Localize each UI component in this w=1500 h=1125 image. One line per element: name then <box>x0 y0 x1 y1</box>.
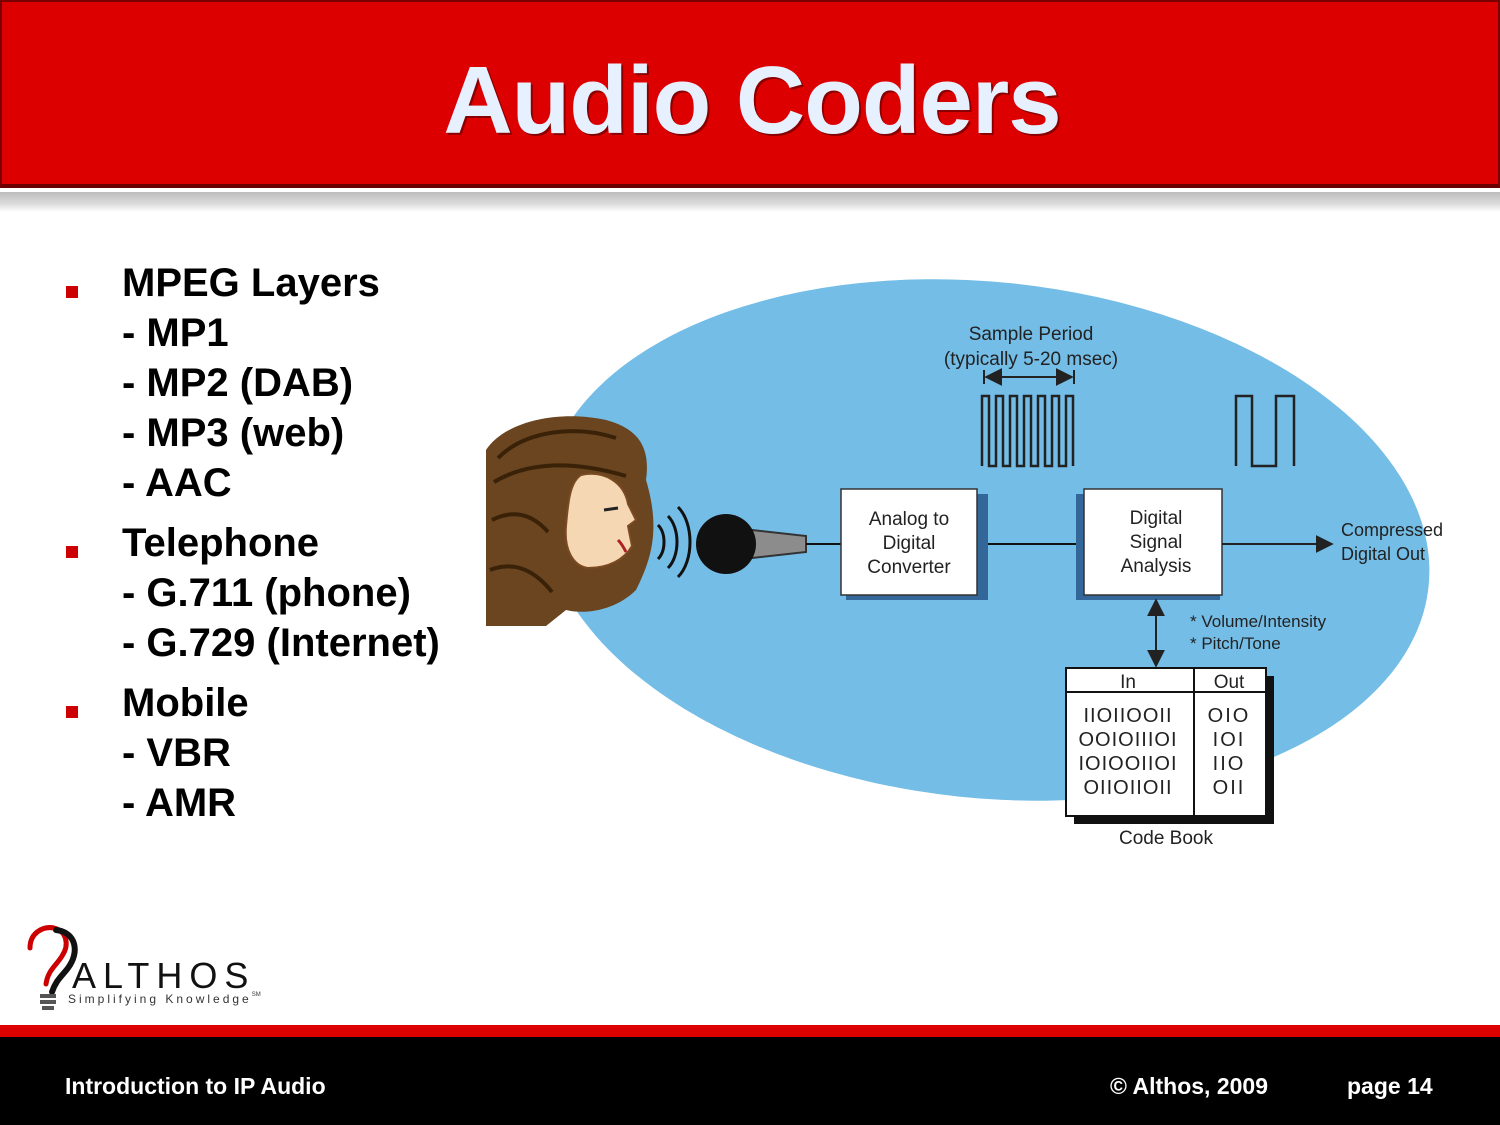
dsp-label-line1: Digital <box>1130 508 1183 529</box>
bullet-subitem: - MP3 (web) <box>122 411 345 455</box>
bullet-group-mobile: Mobile - VBR - AMR <box>60 678 440 828</box>
analysis-note-pitch: * Pitch/Tone <box>1190 634 1281 653</box>
bullet-square <box>66 706 78 718</box>
footer-red-stripe <box>0 1025 1500 1037</box>
bullet-group-telephone: Telephone - G.711 (phone) - G.729 (Inter… <box>60 518 440 668</box>
bullet-subitem: - AAC <box>122 461 232 505</box>
logo-wordmark: ALTHOS <box>72 955 256 996</box>
codebook-in-cell: OIIOIIOII <box>1083 777 1172 799</box>
codebook-out-cell: OII <box>1213 777 1246 799</box>
logo-tagline-wrapper: Simplifying KnowledgeSM <box>68 992 261 1006</box>
title-banner: Audio Coders <box>0 0 1500 188</box>
bullet-subitem: - MP1 <box>122 311 229 355</box>
codebook-in-cell: IOIOOIIOI <box>1078 753 1177 775</box>
dsp-box <box>1083 488 1223 596</box>
sound-waves-icon <box>656 505 692 579</box>
althos-logo: ALTHOS Simplifying KnowledgeSM <box>22 922 262 1018</box>
microphone-icon <box>696 514 842 574</box>
footer-page-number: page 14 <box>1347 1073 1433 1099</box>
footer-copyright: © Althos, 2009 <box>1110 1073 1268 1099</box>
adc-label-line1: Analog to <box>869 509 949 530</box>
codebook-out-header: Out <box>1214 672 1245 693</box>
bullet-subitem: - G.729 (Internet) <box>122 621 440 665</box>
bullet-heading: MPEG Layers <box>122 261 380 305</box>
bullet-square <box>66 286 78 298</box>
speaker-woman-icon <box>486 416 654 626</box>
footer-course-title: Introduction to IP Audio <box>65 1073 326 1099</box>
sample-pulse-train <box>980 394 1075 468</box>
banner-shadow <box>0 192 1500 212</box>
output-label-line1: Compressed <box>1341 520 1443 540</box>
sample-period-label-line1: Sample Period <box>969 324 1094 345</box>
sample-period-label-line2: (typically 5-20 msec) <box>944 349 1118 370</box>
bullet-list: MPEG Layers - MP1 - MP2 (DAB) - MP3 (web… <box>60 258 440 838</box>
codebook-in-cell: IIOIIOOII <box>1083 705 1172 727</box>
bullet-group-mpeg: MPEG Layers - MP1 - MP2 (DAB) - MP3 (web… <box>60 258 440 508</box>
codebook-out-cell: IIO <box>1213 753 1246 775</box>
bullet-subitem: - AMR <box>122 781 237 825</box>
dsp-label-line2: Signal <box>1130 532 1183 553</box>
codebook-out-cell: IOI <box>1213 729 1246 751</box>
bullet-subitem: - VBR <box>122 731 231 775</box>
codebook-in-header: In <box>1120 672 1136 693</box>
bullet-heading: Telephone <box>122 521 320 565</box>
bullet-subitem: - MP2 (DAB) <box>122 361 354 405</box>
bullet-square <box>66 546 78 558</box>
codebook-caption: Code Book <box>1119 828 1214 849</box>
dsp-label-line3: Analysis <box>1121 556 1192 577</box>
logo-service-mark: SM <box>251 992 261 998</box>
lightbulb-question-icon <box>27 925 78 1010</box>
footer-bar: Introduction to IP Audio © Althos, 2009 … <box>0 1037 1500 1125</box>
adc-label-line2: Digital <box>883 533 936 554</box>
codebook-in-cell: OOIOIIIOI <box>1078 729 1177 751</box>
logo-tagline: Simplifying Knowledge <box>68 992 252 1006</box>
adc-label-line3: Converter <box>867 557 951 578</box>
digital-square-wave <box>1234 394 1296 468</box>
audio-coder-diagram: Analog to Digital Converter Digital Sign… <box>486 279 1443 849</box>
codebook-out-cell: OIO <box>1208 705 1251 727</box>
bullet-heading: Mobile <box>122 681 249 725</box>
slide-title: Audio Coders <box>443 47 1061 154</box>
adc-box <box>840 488 978 596</box>
output-label-line2: Digital Out <box>1341 544 1425 564</box>
analysis-note-volume: * Volume/Intensity <box>1190 612 1327 631</box>
bullet-subitem: - G.711 (phone) <box>122 571 411 615</box>
